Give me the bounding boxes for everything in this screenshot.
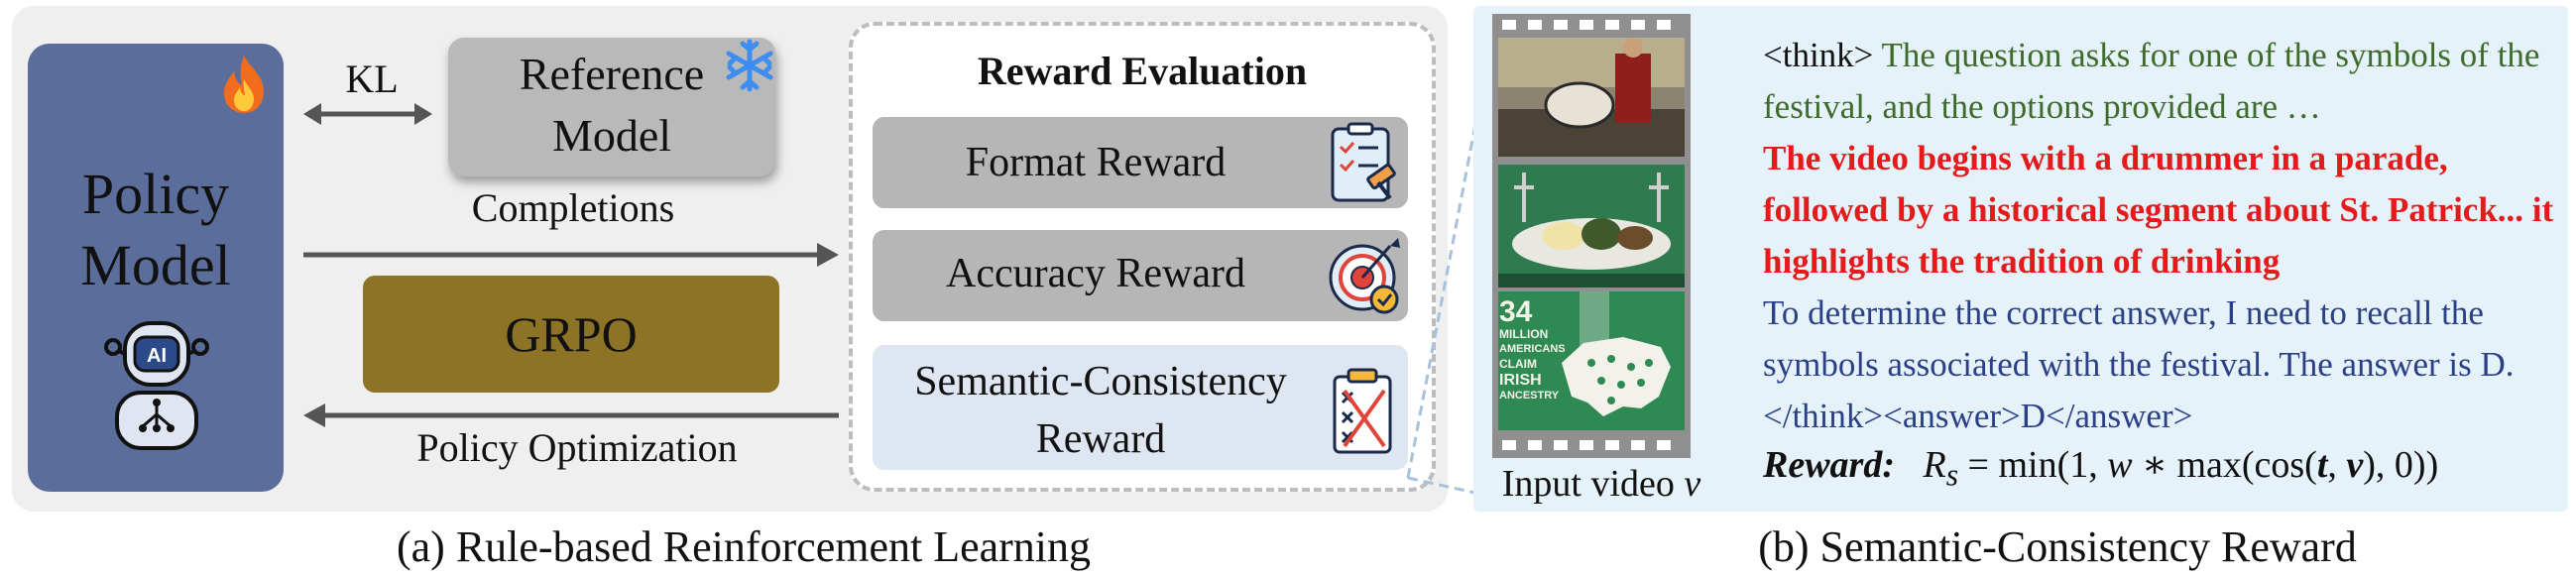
- video-frame-irish-ancestry: [1498, 291, 1685, 430]
- reference-model-label: Reference Model: [448, 44, 775, 167]
- checklist-gavel-icon: [1331, 122, 1396, 202]
- formula-t: t: [2316, 444, 2328, 486]
- formula-lhs: R: [1923, 444, 1946, 486]
- policy-model-line2: Model: [80, 233, 231, 297]
- think-navy-text: To determine the correct answer, I need …: [1763, 293, 2515, 384]
- reasoning-output: <think> The question asks for one of the…: [1763, 30, 2556, 442]
- caption-b: (b) Semantic-Consistency Reward: [1758, 522, 2357, 571]
- think-close-answer: </think><answer>D</answer>: [1763, 397, 2193, 435]
- reward-formula: Reward: Rs = min(1, w ∗ max(cos(t, v), 0…: [1763, 442, 2566, 494]
- video-frame-drummer: [1498, 38, 1685, 157]
- caption-a: (a) Rule-based Reinforcement Learning: [396, 522, 1092, 571]
- completions-arrow: [303, 243, 839, 267]
- think-red-text: The video begins with a drummer in a par…: [1763, 139, 2554, 281]
- target-check-icon: [1329, 238, 1400, 314]
- semantic-reward-line1: Semantic-Consistency: [914, 359, 1287, 404]
- frame-text-line4: IRISH: [1499, 372, 1542, 389]
- frame-text-number: 34: [1499, 295, 1533, 328]
- grpo-box: [363, 276, 779, 393]
- accuracy-reward-label: Accuracy Reward: [946, 251, 1245, 296]
- formula-eq: = min(1,: [1958, 444, 2108, 486]
- frame-text-line2: AMERICANS: [1499, 343, 1566, 355]
- reference-model-box: [448, 38, 775, 176]
- clipboard-cross-icon: [1333, 368, 1392, 454]
- policy-optimization-label: Policy Optimization: [416, 425, 738, 470]
- policy-optimization-arrow: [303, 403, 839, 427]
- formula-mid: ∗ max(cos(: [2132, 444, 2317, 486]
- frame-text-line3: CLAIM: [1499, 357, 1537, 371]
- frame-text-line5: ANCESTRY: [1499, 390, 1560, 402]
- formula-comma: ,: [2327, 444, 2347, 486]
- fire-icon: [224, 56, 264, 113]
- policy-model-line1: Policy: [81, 162, 230, 226]
- input-video-filmstrip: [1492, 14, 1691, 458]
- video-frame-feast: [1498, 165, 1685, 288]
- policy-model-label: Policy Model: [28, 159, 284, 301]
- frame-lettering: 34 MILLION AMERICANS CLAIM IRISH ANCESTR…: [1499, 297, 1573, 403]
- reference-model-line1: Reference: [519, 49, 705, 99]
- semantic-consistency-reward-label: Semantic-Consistency Reward: [873, 353, 1329, 468]
- reference-model-line2: Model: [551, 110, 672, 161]
- formula-v: v: [2346, 444, 2364, 486]
- snowflake-icon: [726, 39, 773, 92]
- kl-label: KL: [345, 57, 399, 101]
- frame-text-line1: MILLION: [1499, 327, 1549, 341]
- formula-w: w: [2107, 444, 2133, 486]
- reward-evaluation-title: Reward Evaluation: [977, 49, 1308, 93]
- format-reward-label: Format Reward: [965, 140, 1227, 185]
- think-open-tag: <think>: [1763, 36, 1874, 74]
- input-video-label: Input video v: [1477, 462, 1725, 506]
- input-video-symbol: v: [1684, 463, 1701, 505]
- format-reward-box: [873, 117, 1408, 208]
- think-green-text: The question asks for one of the symbols…: [1763, 36, 2540, 126]
- grpo-label: GRPO: [505, 306, 638, 362]
- accuracy-reward-box: [873, 230, 1408, 321]
- formula-end: ), 0)): [2363, 444, 2439, 486]
- completions-label: Completions: [471, 185, 675, 230]
- robot-ai-icon: AI: [104, 321, 209, 450]
- formula-lhs-sub: s: [1945, 457, 1959, 493]
- input-video-text: Input video: [1501, 463, 1675, 505]
- reward-label: Reward:: [1763, 444, 1895, 486]
- kl-double-arrow: [303, 103, 432, 125]
- semantic-reward-line2: Reward: [1035, 416, 1166, 462]
- svg-text:AI: AI: [147, 345, 167, 367]
- semantic-consistency-reward-box: [873, 345, 1408, 470]
